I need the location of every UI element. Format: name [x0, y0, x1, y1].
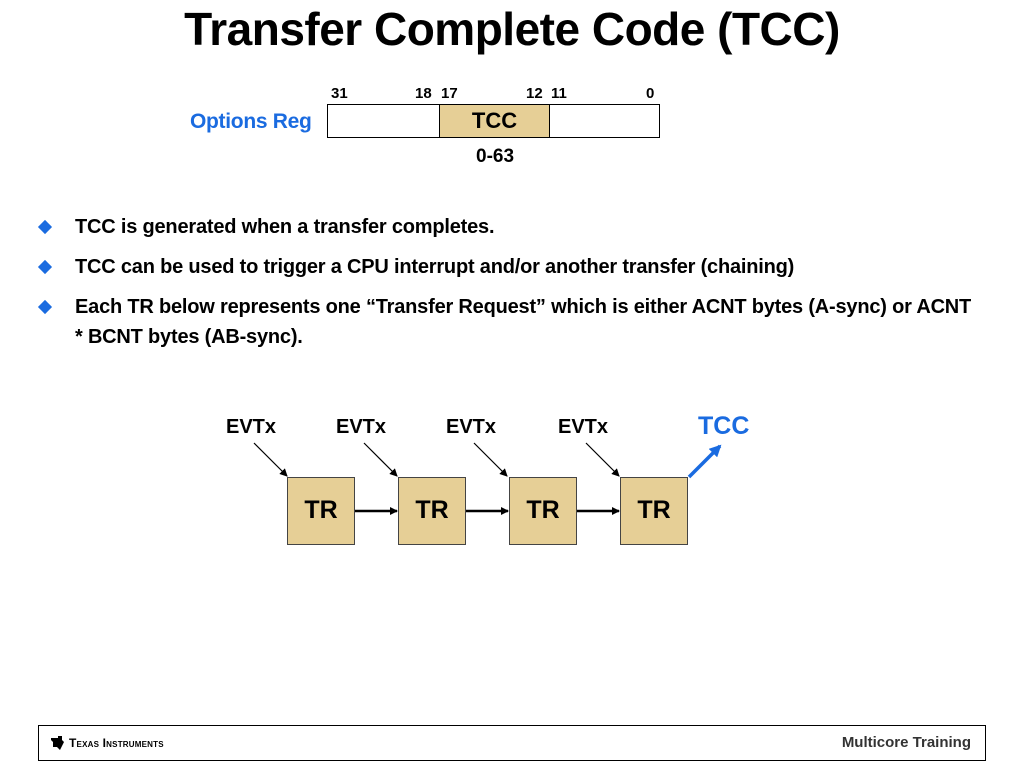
- event-label: EVTx: [226, 416, 277, 438]
- event-arrow: [253, 442, 288, 477]
- bullet-item: TCC is generated when a transfer complet…: [37, 212, 978, 242]
- bullet-text: Each TR below represents one “Transfer R…: [75, 296, 972, 348]
- transfer-request-box: TR: [287, 477, 355, 545]
- bullet-list: TCC is generated when a transfer complet…: [37, 212, 978, 362]
- slide-title: Transfer Complete Code (TCC): [184, 3, 840, 55]
- transfer-request-box: TR: [398, 477, 466, 545]
- bit-12-label: 12: [526, 85, 543, 102]
- bit-0-label: 0: [646, 85, 655, 102]
- ti-logo-icon: [51, 736, 64, 750]
- tcc-range: 0-63: [476, 146, 515, 167]
- footer-bar: Texas Instruments Multicore Training: [38, 725, 986, 761]
- event-arrow: [363, 442, 398, 477]
- transfer-request-box: TR: [509, 477, 577, 545]
- bullet-item: Each TR below represents one “Transfer R…: [37, 292, 978, 352]
- tcc-output-label: TCC: [698, 412, 750, 440]
- bullet-text: TCC is generated when a transfer complet…: [75, 216, 495, 238]
- options-register: TCC: [327, 104, 660, 138]
- bullet-item: TCC can be used to trigger a CPU interru…: [37, 252, 978, 282]
- event-arrow: [473, 442, 508, 477]
- event-arrow: [585, 442, 620, 477]
- company-name: Texas Instruments: [69, 736, 164, 750]
- event-label: EVTx: [446, 416, 497, 438]
- bullet-text: TCC can be used to trigger a CPU interru…: [75, 256, 795, 278]
- event-label: EVTx: [336, 416, 387, 438]
- transfer-request-box: TR: [620, 477, 688, 545]
- bit-31-label: 31: [331, 85, 348, 102]
- options-reg-label: Options Reg: [190, 110, 312, 133]
- course-name: Multicore Training: [841, 734, 971, 751]
- tcc-arrow: [687, 444, 722, 479]
- bit-17-label: 17: [441, 85, 458, 102]
- bit-11-label: 11: [551, 85, 567, 102]
- event-label: EVTx: [558, 416, 609, 438]
- tcc-field: TCC: [439, 105, 550, 137]
- bit-18-label: 18: [415, 85, 432, 102]
